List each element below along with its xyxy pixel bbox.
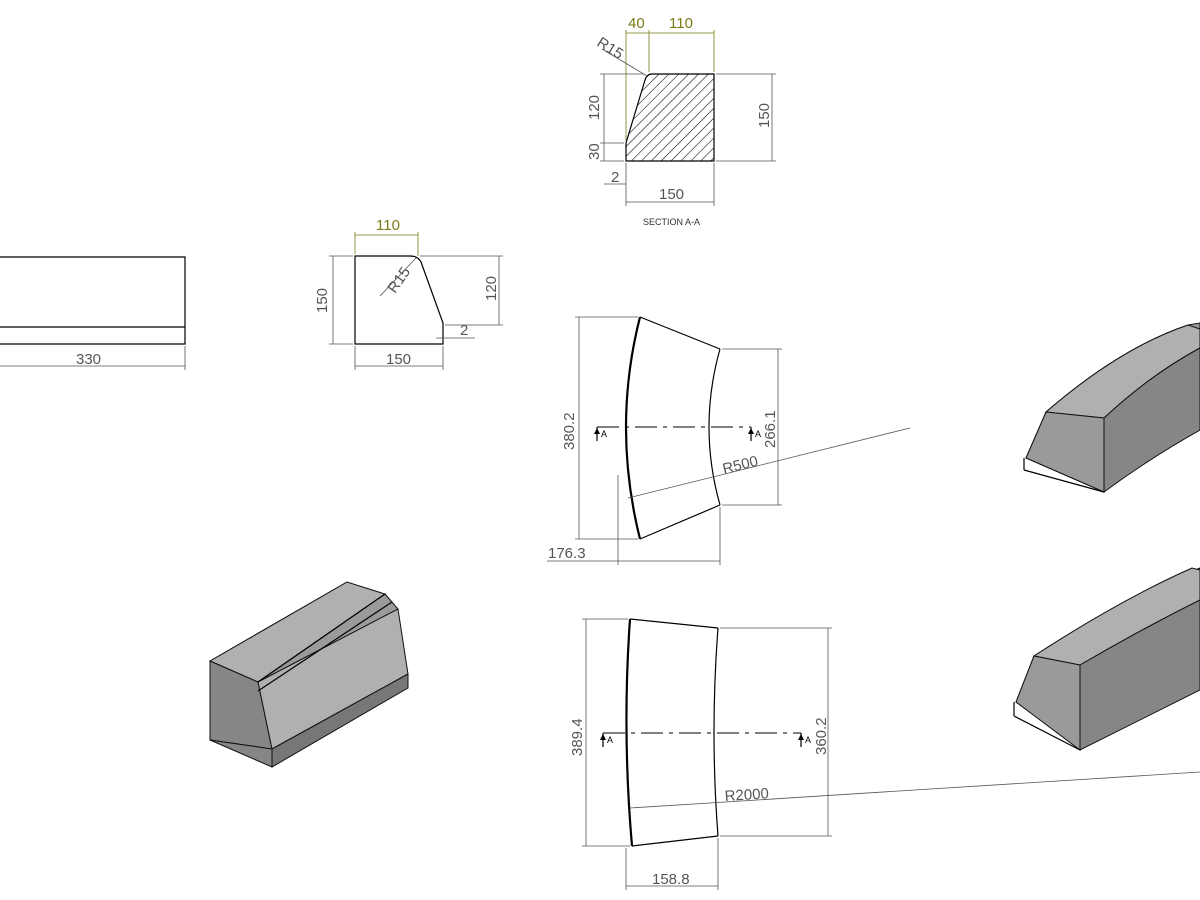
curve1-depth-dim: 176.3 [548, 545, 586, 562]
section-marker-left: A [601, 429, 607, 439]
section-a-a: 40 110 R15 120 30 150 2 150 SECTION A-A [586, 15, 776, 227]
curve1-inner-dim: 266.1 [762, 410, 779, 448]
iso-curved-block-r500 [1023, 322, 1200, 493]
curve2-outer-dim: 389.4 [569, 718, 586, 756]
section-marker-left-2: A [607, 735, 613, 745]
section-top-right-dim: 110 [669, 15, 693, 32]
curve1-radius-dim: R500 [721, 453, 760, 478]
end-width-dim: 150 [386, 351, 411, 368]
end-view: 110 150 120 R15 2 150 [314, 217, 503, 370]
section-top-left-dim: 40 [628, 15, 645, 32]
end-depth-dim: 120 [483, 276, 500, 301]
curve-view-r2000: A A 389.4 360.2 R2000 158.8 [569, 618, 1200, 890]
section-left-upper-dim: 120 [586, 95, 603, 120]
end-top-dim: 110 [376, 217, 400, 234]
curve2-depth-dim: 158.8 [652, 871, 690, 888]
section-marker-right-2: A [805, 735, 811, 745]
iso-curved-block-r2000 [1013, 567, 1200, 751]
side-width-dim: 330 [76, 351, 101, 368]
side-view: 330 [0, 256, 186, 370]
curve2-inner-dim: 360.2 [813, 717, 830, 755]
end-height-dim: 150 [314, 288, 331, 313]
curve1-outer-dim: 380.2 [561, 412, 578, 450]
iso-straight-block [208, 581, 409, 768]
section-marker-right: A [755, 429, 761, 439]
curve-view-r500: A A 380.2 266.1 R500 176.3 [547, 316, 911, 565]
section-left-lower-dim: 30 [586, 143, 603, 160]
section-label: SECTION A-A [643, 217, 700, 227]
curve2-radius-dim: R2000 [724, 785, 769, 805]
section-offset-dim: 2 [611, 169, 619, 186]
end-radius-dim: R15 [384, 264, 414, 296]
section-radius-dim: R15 [594, 34, 626, 63]
end-offset-dim: 2 [460, 322, 468, 339]
section-width-dim: 150 [659, 186, 684, 203]
section-height-dim: 150 [756, 103, 773, 128]
